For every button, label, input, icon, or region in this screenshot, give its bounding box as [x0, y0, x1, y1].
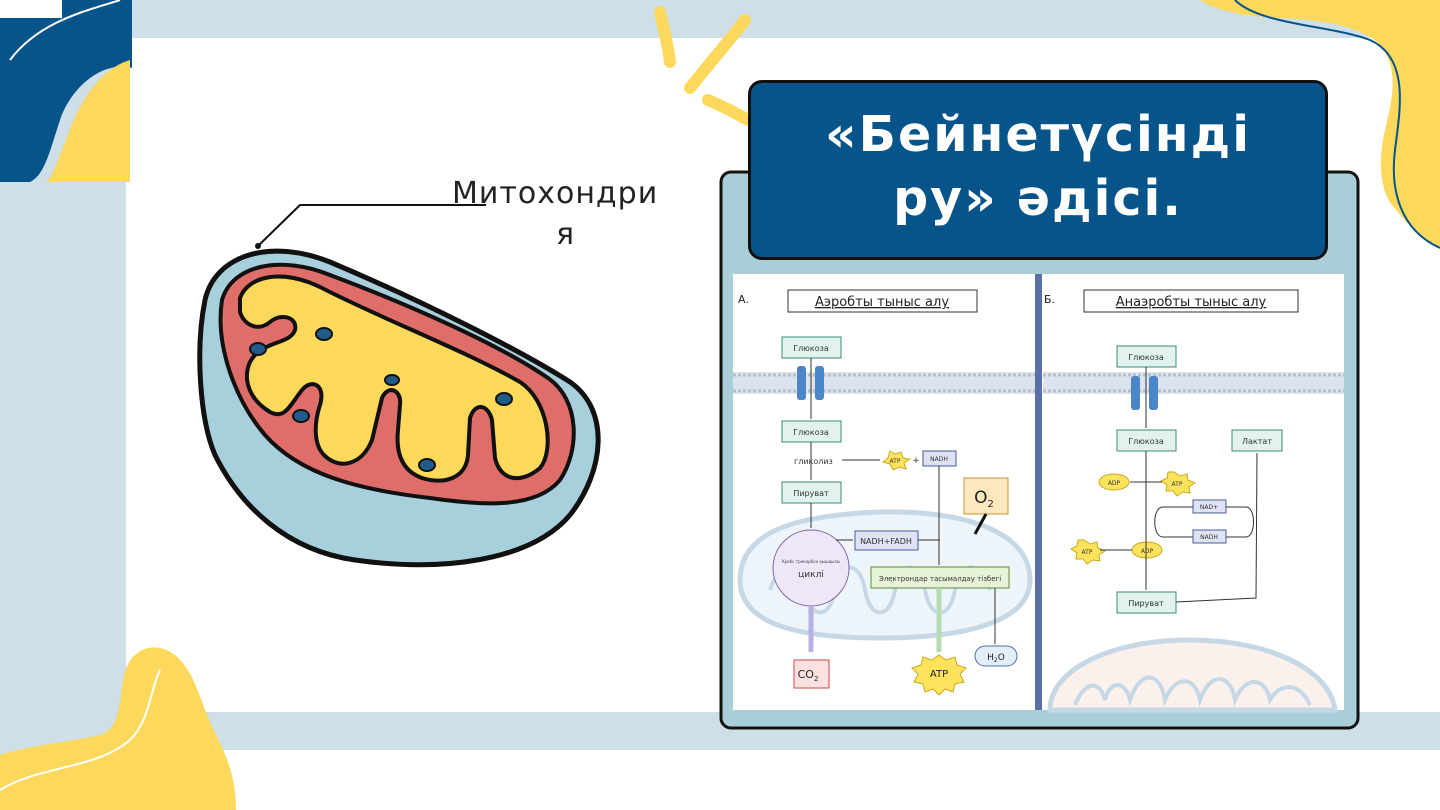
- a-h2o-text: H2O: [987, 653, 1005, 664]
- frame-bottom-white: [126, 750, 1440, 810]
- a-atp-small-text: ATP: [890, 458, 901, 465]
- mito-granule: [292, 409, 310, 423]
- top-right-yellow-shape: [1200, 0, 1440, 248]
- panel-a-arrows: [810, 358, 996, 644]
- mito-granule: [384, 374, 400, 386]
- a-co2-box: [793, 659, 830, 689]
- b-glucose-text: Глюкоза: [1128, 437, 1164, 446]
- b-pyruvate-box: [1116, 591, 1177, 614]
- glucose-transporter-a: [797, 366, 824, 400]
- mitochondrion-label: Митохондри я: [452, 168, 692, 250]
- b-pyruvate-text: Пируват: [1128, 599, 1164, 608]
- panel-divider: [1035, 274, 1042, 710]
- top-right-navy-line: [1234, 0, 1440, 249]
- b-adp-oval: [1098, 473, 1130, 491]
- glucose-transporter-b: [1131, 376, 1158, 410]
- a-atp-big-text: ATP: [930, 669, 948, 680]
- mito-granule: [418, 458, 436, 472]
- a-cycle-text: циклі: [798, 570, 824, 580]
- a-glucose-top-text: Глюкоза: [793, 344, 829, 353]
- b-lactate-text: Лактат: [1242, 437, 1272, 446]
- top-left-yellow-shape: [46, 60, 130, 182]
- slide-title-line2: ру» әдісі.: [893, 170, 1183, 227]
- a-plus-text: +: [912, 456, 920, 466]
- a-glucose-text: Глюкоза: [793, 428, 829, 437]
- burst-stroke-1: [654, 6, 676, 68]
- panel-a-letter: А.: [738, 293, 749, 306]
- burst-stroke-3: [702, 94, 754, 126]
- panel-b-letter: Б.: [1044, 293, 1055, 306]
- panel-b-heading-box: [1083, 289, 1299, 313]
- b-atp2-burst: [1070, 539, 1107, 565]
- mitochondrion-label-line2: я: [556, 217, 576, 252]
- a-glycolysis-text: гликолиз: [794, 457, 833, 466]
- top-left-line: [9, 0, 121, 61]
- a-o2-box: [963, 477, 1009, 515]
- mitochondrion-illustration: [197, 248, 601, 568]
- panel-b-arrows: [1100, 367, 1258, 603]
- a-nadh-fadh-text: NADH+FADH: [860, 537, 912, 546]
- slide-title-line1: «Бейнетүсінді: [824, 106, 1252, 163]
- burst-stroke-2: [684, 14, 751, 94]
- a-etc-text: Электрондар тасымалдау тізбегі: [879, 575, 1001, 583]
- diagram-mitochondrion-b-cristae: [1073, 675, 1312, 708]
- b-atp2-text: ATP: [1082, 549, 1093, 556]
- a-krebs-cycle-circle: [772, 529, 850, 607]
- a-o2-text: O2: [974, 488, 994, 510]
- a-co2-text: CO2: [798, 668, 819, 683]
- b-nad-plus-text: NAD+: [1200, 504, 1218, 511]
- a-nadh-text: NADH: [930, 456, 948, 463]
- cell-membrane: [733, 372, 1344, 394]
- mito-leader-dot: [255, 243, 261, 249]
- b-glucose-top-text: Глюкоза: [1128, 353, 1164, 362]
- a-atp-small-burst: [881, 450, 912, 471]
- a-h2o-box: [974, 645, 1018, 667]
- b-atp-burst: [1160, 471, 1197, 497]
- bottom-left-white-line: [0, 669, 161, 791]
- b-atp-text: ATP: [1172, 481, 1183, 488]
- a-atp-big-burst: [911, 654, 967, 696]
- top-left-white-notch: [0, 0, 62, 18]
- a-o2-arrow: [973, 513, 988, 535]
- mitochondrion-label-line1: Митохондри: [452, 176, 659, 211]
- panel-b-heading: Анаэробты тыныс алу: [1116, 295, 1267, 310]
- a-pyruvate-text: Пируват: [793, 489, 829, 498]
- mito-granule: [315, 327, 333, 341]
- frame-top-band: [0, 0, 1440, 38]
- slide-title-box: «Бейнетүсінді ру» әдісі.: [748, 80, 1328, 260]
- a-krebs-small-text: Кребс трикарбон қышқылы: [782, 559, 840, 564]
- panel-a-heading-box: [787, 289, 978, 313]
- panel-a-heading: Аэробты тыныс алу: [815, 295, 949, 310]
- b-adp2-text: ADP: [1141, 548, 1154, 555]
- mito-granule: [495, 392, 513, 406]
- b-adp-text: ADP: [1108, 480, 1121, 487]
- diagram-mitochondrion-b: [1047, 637, 1338, 713]
- b-nadh-text: NADH: [1200, 534, 1218, 541]
- mito-granule: [249, 342, 267, 356]
- mito-leader-line: [257, 204, 486, 247]
- top-left-navy-shape: [0, 0, 132, 182]
- b-lactate-box: [1231, 429, 1283, 452]
